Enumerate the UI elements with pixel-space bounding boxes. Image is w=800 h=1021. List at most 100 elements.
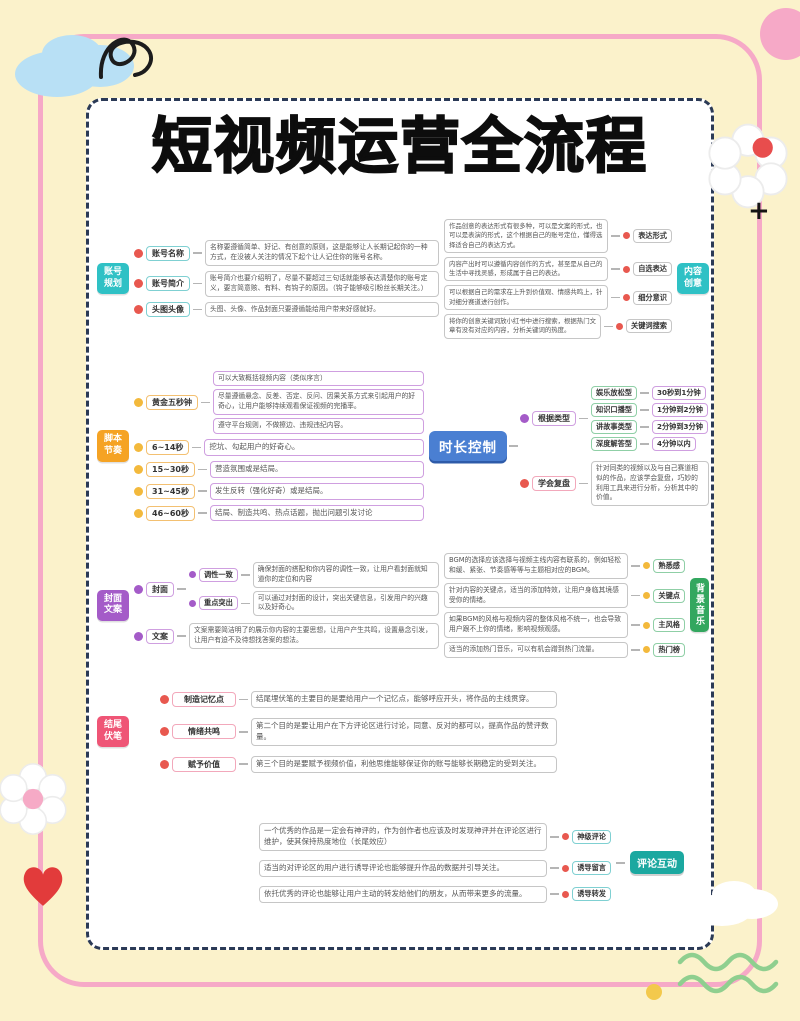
- node-desc: 作品创意的表达形式有很多种，可以是文案的形式，也可以是表演的形式，这个根据自己的…: [444, 219, 609, 253]
- tree-node-row: 6~14秒 挖坑、勾起用户的好奇心。: [134, 438, 424, 456]
- tree-node-row: 15~30秒 营造氛围或是结局。: [134, 460, 424, 478]
- node-label: 讲故事类型: [591, 419, 637, 434]
- bgm-branch: BGM的选择应该选择与视频主线内容有联系的，例如轻松和缓、紧张、节奏感等等与主题…: [444, 553, 685, 658]
- node-label: 重点突出: [199, 596, 238, 611]
- bullet-icon: [134, 248, 143, 258]
- node-desc: 营造氛围或是结局。: [209, 460, 424, 478]
- node-desc: 适当的对评论区的用户进行诱导评论也能够提升作品的数据并引导关注。: [259, 859, 548, 877]
- connector-line: [639, 443, 649, 445]
- cover-subs: 调性一致 确保封面的搭配和你内容的调性一致，让用户看封面就知道你的定位和内容 重…: [189, 561, 439, 617]
- node-label: 赋予价值: [172, 756, 236, 772]
- tree-node-row: 适当的对评论区的用户进行诱导评论也能够提升作品的数据并引导关注。 诱导留言: [259, 859, 611, 877]
- tree-node-row: 一个优秀的作品是一定会有神评的，作为创作者也应该及时发现神评并在评论区进行维护，…: [259, 823, 611, 851]
- tree-node-row: 账号简介 账号简介也要介绍明了，尽量不要超过三句话就能够表达清楚你的账号定义，要…: [134, 270, 439, 297]
- mindmap-card: 短视频运营全流程 账号规划 账号名称 名称要遵循简单、好记、有创意的原则，这是能…: [86, 98, 714, 950]
- tree-node-row: 深度解答型 4分钟以内: [591, 436, 709, 451]
- duration-children: 根据类型 娱乐放松型 30秒到1分钟 知识口播型 1分钟到2分钟: [520, 385, 709, 507]
- tree-node-row: BGM的选择应该选择与视频主线内容有联系的，例如轻松和缓、紧张、节奏感等等与主题…: [444, 553, 685, 579]
- branch-tag-comments: 评论互动: [630, 851, 684, 875]
- duration-control-node: 时长控制: [429, 431, 507, 461]
- section-script-rhythm: 脚本节奏 黄金五秒钟 可以大致概括视频内容（类似序言） 尽量遵循悬念、反差、否定…: [97, 347, 709, 545]
- node-desc: BGM的选择应该选择与视频主线内容有联系的，例如轻松和缓、紧张、节奏感等等与主题…: [444, 553, 629, 579]
- connector-line: [239, 698, 248, 701]
- tree-node-row: 制造记忆点 结尾埋伏笔的主要目的是要给用户一个记忆点，能够呼应开头，将作品的主线…: [160, 691, 557, 708]
- node-label: 热门榜: [653, 642, 685, 657]
- node-label: 46~60秒: [146, 505, 195, 521]
- connector-line: [197, 512, 207, 514]
- node-label: 关键词搜索: [626, 319, 672, 334]
- section-cover-copy: 封面文案 封面 调性一致 确保封面的搭配和你内容的调性一致，让用户看封面就知道你…: [97, 553, 709, 658]
- bullet-icon: [134, 508, 143, 518]
- connector-line: [631, 649, 641, 651]
- bullet-icon: [643, 621, 651, 629]
- ending-branch: 制造记忆点 结尾埋伏笔的主要目的是要给用户一个记忆点，能够呼应开头，将作品的主线…: [134, 691, 627, 773]
- node-desc: 可以根据自己的需求在上升到价值观、情感共鸣上，针对细分赛道进行创作。: [444, 285, 609, 310]
- tree-node-row: 46~60秒 结局、制造共鸣、热点话题，抛出问题引发讨论: [134, 504, 424, 522]
- node-desc: 可以大致概括视频内容（类似序言）: [213, 370, 424, 387]
- node-label: 根据类型: [532, 410, 576, 426]
- tree-node-row: 情绪共鸣 第二个目的是要让用户在下方评论区进行讨论，同意、反对的都可以，提高作品…: [160, 717, 557, 746]
- node-desc: 名称要遵循简单、好记、有创意的原则，这是能够让人长期记起你的一种方式，在没被人关…: [205, 240, 439, 266]
- node-label: 熟悉感: [653, 558, 685, 573]
- connector-line: [193, 252, 202, 254]
- connector-line: [239, 731, 248, 733]
- bullet-icon: [623, 232, 631, 240]
- bullet-icon: [623, 265, 631, 273]
- connector-line: [639, 409, 649, 411]
- connector-line: [579, 417, 588, 420]
- node-desc: 遵守平台规则，不做擦边、违规违纪内容。: [213, 418, 424, 434]
- node-value: 4分钟以内: [651, 436, 696, 451]
- branch-tag-cover-copy: 封面文案: [97, 589, 129, 622]
- connector-line: [193, 308, 202, 311]
- bullet-icon: [134, 486, 143, 496]
- node-label: 调性一致: [199, 567, 238, 582]
- node-value: 2分钟到3分钟: [651, 419, 708, 434]
- script-branch: 黄金五秒钟 可以大致概括视频内容（类似序言） 尽量遵循悬念、反差、否定、反问、因…: [134, 347, 424, 545]
- account-branch: 账号名称 名称要遵循简单、好记、有创意的原则，这是能够让人长期记起你的一种方式，…: [134, 219, 439, 339]
- creative-branch: 作品创意的表达形式有很多种，可以是文案的形式，也可以是表演的形式，这个根据自己的…: [444, 219, 672, 339]
- branch-tag-bgm: 背景音乐: [690, 578, 709, 633]
- node-desc: 头图、头像、作品封面只要遵循能给用户带来好感就好。: [205, 301, 439, 318]
- section-account-planning: 账号规划 账号名称 名称要遵循简单、好记、有创意的原则，这是能够让人长期记起你的…: [97, 219, 709, 339]
- bullet-icon: [643, 562, 651, 570]
- section-comment-interaction: 一个优秀的作品是一定会有神评的，作为创作者也应该及时发现神评并在评论区进行维护，…: [97, 823, 709, 903]
- connector-line: [509, 445, 518, 447]
- bullet-icon: [134, 631, 143, 641]
- tree-node-row: 黄金五秒钟 可以大致概括视频内容（类似序言） 尽量遵循悬念、反差、否定、反问、因…: [134, 370, 424, 434]
- node-desc: 针对内容的关键点，适当的添加特效，让用户身临其境感受你的情绪。: [444, 582, 629, 609]
- bullet-icon: [134, 584, 143, 594]
- connector-line: [240, 574, 250, 576]
- node-desc: 结尾埋伏笔的主要目的是要给用户一个记忆点，能够呼应开头，将作品的主线贯穿。: [251, 691, 557, 708]
- node-label: 知识口播型: [591, 402, 637, 417]
- bullet-icon: [562, 864, 570, 872]
- bullet-icon: [160, 694, 169, 704]
- connector-line: [550, 893, 560, 895]
- page-title: 短视频运营全流程: [151, 112, 648, 183]
- tree-node-row: 适当的添加热门音乐，可以有机会蹭到热门流量。 热门榜: [444, 642, 685, 658]
- tree-node-row: 文案 文案需要简洁明了的展示你内容的主要思想，让用户产生共鸣，设置悬念引发，让用…: [134, 623, 439, 649]
- bullet-icon: [134, 304, 143, 314]
- tree-node-row: 讲故事类型 2分钟到3分钟: [591, 419, 709, 434]
- node-label: 诱导转发: [572, 887, 611, 902]
- tree-node-row: 依托优秀的评论也能够让用户主动的转发给他们的朋友，从而带来更多的流量。 诱导转发: [259, 885, 611, 903]
- bullet-icon: [562, 833, 570, 841]
- node-desc: 结局、制造共鸣、热点话题，抛出问题引发讨论: [209, 504, 424, 522]
- node-label: 情绪共鸣: [172, 724, 236, 740]
- node-label: 6~14秒: [146, 439, 190, 455]
- node-desc: 如果BGM的风格与视频内容的整体风格不统一，也会导致用户跟不上你的情绪，影响视频…: [444, 612, 629, 639]
- bullet-icon: [134, 397, 143, 407]
- node-desc: 文案需要简洁明了的展示你内容的主要思想，让用户产生共鸣，设置悬念引发，让用户有迫…: [189, 623, 439, 649]
- circle-icon: [760, 8, 800, 60]
- node-desc: 适当的添加热门音乐，可以有机会蹭到热门流量。: [444, 642, 629, 658]
- node-label: 自选表达: [633, 262, 672, 277]
- tree-node-row: 将你的创意关键词放小红书中进行搜索，根据热门文章有没有对应的内容，分析关键词的热…: [444, 313, 672, 339]
- tree-node-row: 赋予价值 第三个目的是要赋予视频价值，利他思维能够保证你的账号能够长期稳定的受到…: [160, 755, 557, 773]
- branch-tag-account-planning: 账号规划: [97, 263, 129, 295]
- bullet-icon: [189, 571, 196, 579]
- node-label: 账号简介: [146, 276, 190, 292]
- duration-branch: 时长控制 根据类型 娱乐放松型 30秒到1分钟 知识口播型: [429, 347, 709, 545]
- connector-line: [616, 862, 625, 864]
- golden-notes: 可以大致概括视频内容（类似序言） 尽量遵循悬念、反差、否定、反问、因果关系方式来…: [213, 370, 424, 434]
- connector-line: [197, 490, 207, 492]
- connector-line: [631, 624, 641, 626]
